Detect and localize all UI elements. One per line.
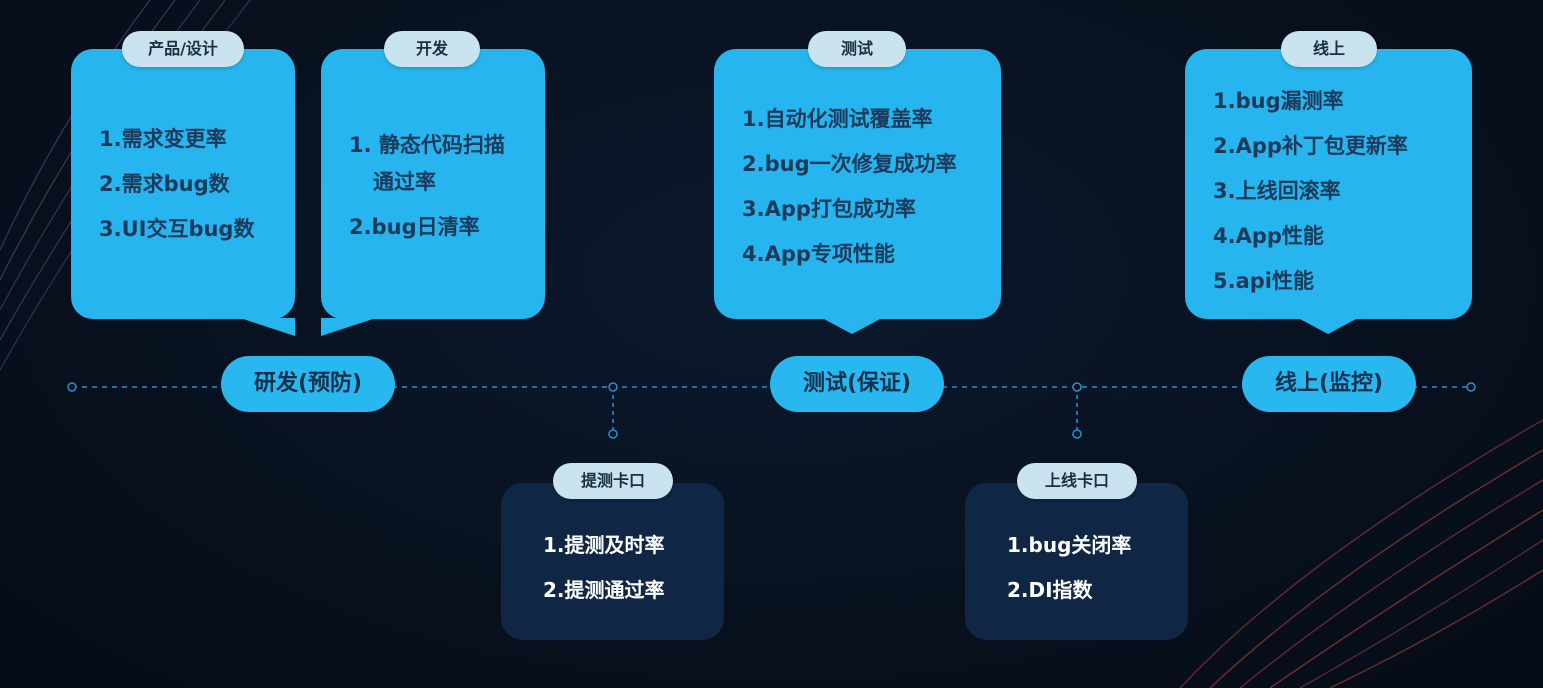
test-metric-1: 1.自动化测试覆盖率 (742, 107, 933, 131)
release-gate-label: 上线卡口 (1017, 463, 1137, 499)
submit-gate-card: 1.提测及时率 2.提测通过率 (501, 483, 724, 640)
test-card: 1.自动化测试覆盖率 2.bug一次修复成功率 3.App打包成功率 4.App… (714, 49, 1001, 319)
product-metric-3: 3.UI交互bug数 (99, 217, 255, 241)
dev-label: 开发 (384, 31, 480, 67)
online-metric-5: 5.api性能 (1213, 269, 1314, 293)
phase-rd-prevention: 研发(预防) (221, 356, 395, 412)
release-gate-metric-2: 2.DI指数 (1007, 578, 1093, 602)
dev-metric-2: 2.bug日清率 (349, 215, 480, 239)
online-card: 1.bug漏测率 2.App补丁包更新率 3.上线回滚率 4.App性能 5.a… (1185, 49, 1472, 319)
release-gate-metric-1: 1.bug关闭率 (1007, 533, 1132, 557)
online-metric-1: 1.bug漏测率 (1213, 89, 1344, 113)
product-design-label: 产品/设计 (122, 31, 244, 67)
test-metric-4: 4.App专项性能 (742, 242, 895, 266)
submit-gate-label: 提测卡口 (553, 463, 673, 499)
test-metric-2: 2.bug一次修复成功率 (742, 152, 957, 176)
phase-qa-assurance: 测试(保证) (770, 356, 944, 412)
test-metric-3: 3.App打包成功率 (742, 197, 916, 221)
dev-metric-1-cont: 通过率 (373, 170, 436, 194)
submit-gate-metric-1: 1.提测及时率 (543, 533, 665, 557)
dev-card: 1. 静态代码扫描 通过率 2.bug日清率 (321, 49, 545, 319)
product-metric-1: 1.需求变更率 (99, 127, 227, 151)
submit-gate-metric-2: 2.提测通过率 (543, 578, 665, 602)
product-design-card: 1.需求变更率 2.需求bug数 3.UI交互bug数 (71, 49, 295, 319)
phase-ops-monitoring: 线上(监控) (1242, 356, 1416, 412)
test-label: 测试 (808, 31, 906, 67)
online-label: 线上 (1281, 31, 1377, 67)
release-gate-card: 1.bug关闭率 2.DI指数 (965, 483, 1188, 640)
product-metric-2: 2.需求bug数 (99, 172, 230, 196)
dev-metric-1: 1. 静态代码扫描 (349, 133, 505, 157)
online-metric-3: 3.上线回滚率 (1213, 179, 1341, 203)
online-metric-4: 4.App性能 (1213, 224, 1324, 248)
online-metric-2: 2.App补丁包更新率 (1213, 134, 1408, 158)
